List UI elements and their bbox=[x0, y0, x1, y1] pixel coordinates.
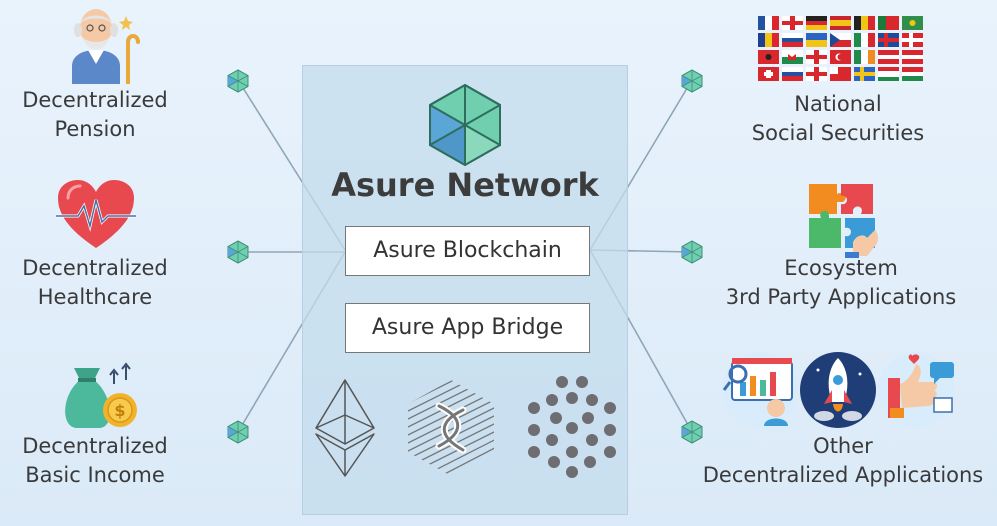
label-line: Other bbox=[813, 434, 873, 458]
svg-text:$: $ bbox=[114, 401, 125, 420]
left-item-label: Decentralized Pension bbox=[10, 86, 180, 144]
left-item-label: Decentralized Basic Income bbox=[10, 432, 180, 490]
network-title: Asure Network bbox=[331, 166, 599, 204]
label-line: Decentralized bbox=[22, 256, 168, 280]
label-line: Ecosystem bbox=[784, 256, 898, 280]
hyperledger-icon bbox=[408, 380, 494, 476]
node-hex-icon bbox=[227, 240, 249, 264]
right-item-label: Other Decentralized Applications bbox=[700, 432, 986, 490]
node-hex-icon bbox=[681, 420, 703, 444]
flags-grid-icon bbox=[758, 16, 923, 81]
elderly-man-icon bbox=[72, 9, 140, 84]
label-line: Basic Income bbox=[25, 463, 165, 487]
node-hex-icon bbox=[681, 240, 703, 264]
node-hex-icon bbox=[227, 420, 249, 444]
puzzle-icon bbox=[809, 184, 878, 258]
asure-logo-icon bbox=[429, 83, 501, 167]
label-line: Pension bbox=[54, 117, 136, 141]
right-item-label: National Social Securities bbox=[742, 90, 934, 148]
label-line: Decentralized bbox=[22, 434, 168, 458]
node-hex-icon bbox=[681, 69, 703, 93]
apps-cluster-icon bbox=[722, 352, 954, 428]
right-item-label: Ecosystem 3rd Party Applications bbox=[712, 254, 970, 312]
label-line: 3rd Party Applications bbox=[725, 285, 957, 309]
dot-cluster-icon bbox=[528, 376, 616, 478]
blockchain-box: Asure Blockchain bbox=[345, 226, 590, 276]
label-line: Decentralized bbox=[22, 88, 168, 112]
node-hex-icon bbox=[227, 69, 249, 93]
label-line: Social Securities bbox=[751, 121, 925, 145]
label-line: Decentralized Applications bbox=[702, 463, 984, 487]
label-line: Healthcare bbox=[37, 285, 153, 309]
app-bridge-box: Asure App Bridge bbox=[345, 303, 590, 353]
heart-icon bbox=[56, 180, 136, 248]
label-line: National bbox=[794, 92, 882, 116]
money-bag-icon: $ bbox=[65, 362, 137, 428]
left-item-label: Decentralized Healthcare bbox=[10, 254, 180, 312]
ethereum-icon bbox=[315, 379, 375, 477]
